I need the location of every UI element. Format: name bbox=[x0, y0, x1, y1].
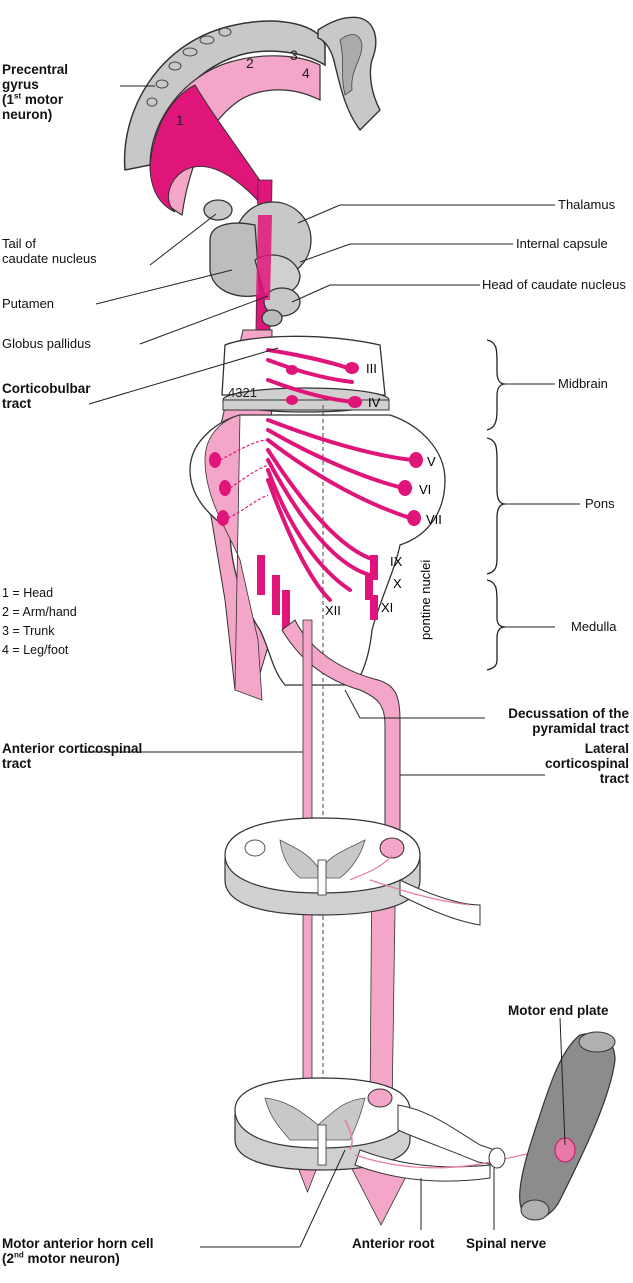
tail-caudate-line-1: Tail of bbox=[2, 236, 36, 251]
cn-iii: III bbox=[366, 361, 377, 376]
brainstem-somatotopy: 4321 bbox=[228, 385, 257, 400]
cn-xii: XII bbox=[325, 603, 341, 618]
cortex-number-1: 1 bbox=[176, 112, 184, 128]
label-decussation: Decussation of the pyramidal tract bbox=[508, 706, 629, 736]
corticobulbar-line-1: Corticobulbar bbox=[2, 381, 91, 396]
legend-item-1: 1 = Head bbox=[2, 586, 54, 600]
label-tail-caudate: Tail of caudate nucleus bbox=[2, 236, 97, 266]
spinal-cord-upper bbox=[224, 817, 481, 926]
braces bbox=[486, 339, 506, 671]
cn-iv: IV bbox=[368, 395, 381, 410]
label-lateral-corticospinal: Lateral corticospinal tract bbox=[545, 741, 629, 786]
lateral-cs-line-2: corticospinal bbox=[544, 756, 629, 771]
motor-horn-line-1: Motor anterior horn cell bbox=[2, 1236, 154, 1251]
motor-horn-paren: (2 bbox=[2, 1251, 15, 1266]
precentral-line-1: Precentral bbox=[2, 62, 69, 77]
lateral-cs-line-3: tract bbox=[599, 771, 629, 786]
label-midbrain: Midbrain bbox=[558, 376, 608, 391]
decussation-line-2: pyramidal tract bbox=[532, 721, 629, 736]
label-motor-anterior-horn: Motor anterior horn cell (2nd motor neur… bbox=[2, 1236, 154, 1266]
decussation-line-1: Decussation of the bbox=[508, 706, 629, 721]
precentral-motor: motor bbox=[21, 92, 64, 107]
cortex-number-3: 3 bbox=[290, 47, 298, 63]
label-anterior-corticospinal: Anterior corticospinal tract bbox=[2, 741, 142, 771]
pontine-nuclei-label: pontine nuclei bbox=[418, 560, 433, 640]
motor-horn-rest: motor neuron) bbox=[23, 1251, 120, 1266]
label-precentral-gyrus: Precentral gyrus (1st motor neuron) bbox=[2, 62, 68, 122]
label-pons: Pons bbox=[585, 496, 615, 511]
legend-item-4: 4 = Leg/foot bbox=[2, 643, 69, 657]
label-putamen: Putamen bbox=[2, 296, 55, 311]
legend-item-3: 3 = Trunk bbox=[2, 624, 55, 638]
tail-caudate-line-2: caudate nucleus bbox=[2, 251, 97, 266]
legend-item-2: 2 = Arm/hand bbox=[2, 605, 77, 619]
precentral-line-3: (1st motor bbox=[2, 92, 68, 107]
precentral-gyrus-slab bbox=[123, 16, 381, 216]
label-internal-capsule: Internal capsule bbox=[516, 236, 608, 251]
precentral-sup: st bbox=[14, 91, 22, 101]
cn-v: V bbox=[427, 454, 436, 469]
cn-xi: XI bbox=[381, 600, 393, 615]
somatotopy-legend: 1 = Head 2 = Arm/hand 3 = Trunk 4 = Leg/… bbox=[2, 584, 77, 660]
spinal-cord-lower bbox=[234, 1077, 566, 1182]
leader-lines bbox=[80, 85, 580, 1248]
basal-ganglia bbox=[203, 199, 312, 327]
label-spinal-nerve: Spinal nerve bbox=[466, 1236, 547, 1251]
anterior-cs-line-2: tract bbox=[2, 756, 32, 771]
label-thalamus: Thalamus bbox=[558, 197, 616, 212]
label-corticobulbar: Corticobulbar tract bbox=[2, 381, 91, 411]
cortex-number-2: 2 bbox=[246, 55, 254, 71]
lateral-cs-line-1: Lateral bbox=[584, 741, 629, 756]
label-medulla: Medulla bbox=[571, 619, 617, 634]
cn-x: X bbox=[393, 576, 402, 591]
cn-vii: VII bbox=[426, 512, 442, 527]
cn-vi: VI bbox=[419, 482, 431, 497]
anterior-cs-line-1: Anterior corticospinal bbox=[2, 741, 143, 756]
motor-horn-sup: nd bbox=[14, 1250, 24, 1260]
muscle bbox=[519, 1031, 616, 1221]
label-motor-end-plate: Motor end plate bbox=[508, 1003, 609, 1018]
corticobulbar-line-2: tract bbox=[2, 396, 32, 411]
cranial-nuclei bbox=[209, 362, 423, 630]
label-globus-pallidus: Globus pallidus bbox=[2, 336, 91, 351]
corticobulbar-fibers bbox=[266, 348, 414, 602]
label-anterior-root: Anterior root bbox=[352, 1236, 435, 1251]
cortex-number-4: 4 bbox=[302, 65, 310, 81]
precentral-line-2: gyrus bbox=[2, 77, 39, 92]
precentral-paren: (1 bbox=[2, 92, 15, 107]
motor-horn-line-2: (2nd motor neuron) bbox=[2, 1251, 154, 1266]
cn-ix: IX bbox=[390, 554, 403, 569]
precentral-line-4: neuron) bbox=[2, 107, 53, 122]
label-head-caudate: Head of caudate nucleus bbox=[482, 277, 626, 292]
